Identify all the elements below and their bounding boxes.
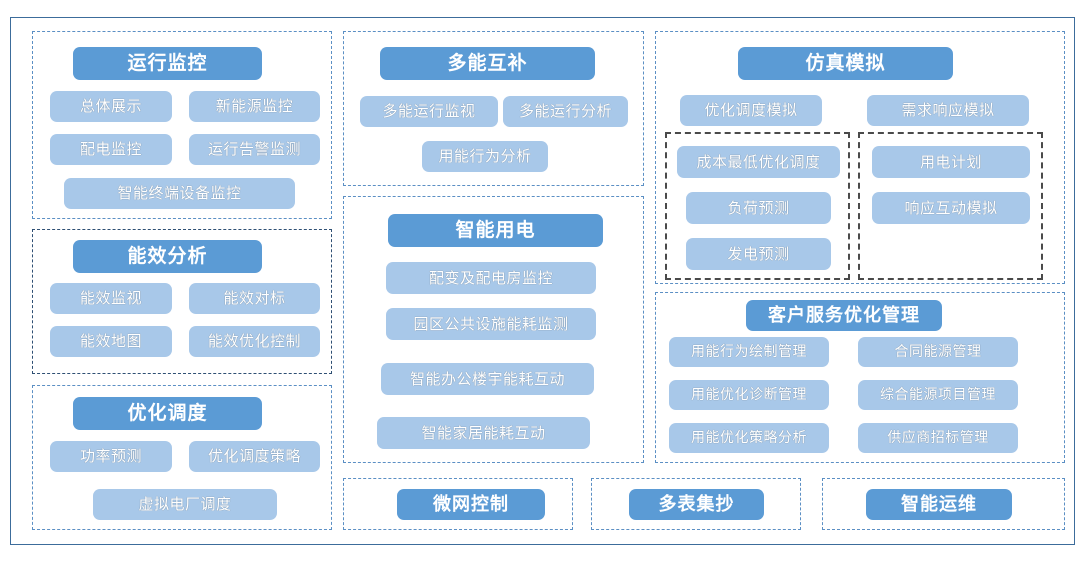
item-transformer-and-substation-monitoring[interactable]: 配变及配电房监控: [386, 262, 596, 294]
item-energy-behavior-mapping-management[interactable]: 用能行为绘制管理: [669, 337, 829, 367]
item-multi-energy-operation-analysis[interactable]: 多能运行分析: [503, 96, 628, 127]
item-efficiency-map[interactable]: 能效地图: [50, 326, 172, 357]
item-smart-terminal-device-monitoring[interactable]: 智能终端设备监控: [64, 178, 295, 209]
panel-title-simulation[interactable]: 仿真模拟: [738, 47, 953, 80]
item-overall-display[interactable]: 总体展示: [50, 91, 172, 122]
panel-smart-power: [343, 196, 644, 463]
panel-simulation: [655, 31, 1065, 284]
item-power-consumption-plan[interactable]: 用电计划: [872, 146, 1030, 178]
item-integrated-energy-project-management[interactable]: 综合能源项目管理: [858, 380, 1018, 410]
item-distribution-monitoring[interactable]: 配电监控: [50, 134, 172, 165]
item-energy-optimization-strategy-analysis[interactable]: 用能优化策略分析: [669, 423, 829, 453]
item-optimal-dispatch-simulation[interactable]: 优化调度模拟: [680, 95, 822, 126]
panel-title-multi-meter-reading[interactable]: 多表集抄: [629, 489, 764, 520]
panel-title-optimal-dispatch[interactable]: 优化调度: [73, 397, 262, 430]
item-energy-use-behavior-analysis[interactable]: 用能行为分析: [422, 141, 548, 172]
item-virtual-power-plant-dispatch[interactable]: 虚拟电厂调度: [93, 489, 277, 520]
item-lowest-cost-optimal-dispatch[interactable]: 成本最低优化调度: [677, 146, 840, 178]
item-operation-alarm-monitoring[interactable]: 运行告警监测: [189, 134, 320, 165]
item-park-public-facility-energy-monitoring[interactable]: 园区公共设施能耗监测: [386, 308, 596, 340]
panel-multi-energy: [343, 31, 644, 186]
item-smart-home-energy-interaction[interactable]: 智能家居能耗互动: [377, 417, 590, 449]
item-generation-forecast[interactable]: 发电预测: [686, 238, 831, 270]
panel-optimal-dispatch: [32, 385, 332, 530]
panel-microgrid-control: [343, 478, 573, 530]
item-smart-office-building-energy-interaction[interactable]: 智能办公楼宇能耗互动: [381, 363, 594, 395]
panel-customer-service: [655, 292, 1065, 463]
panel-energy-efficiency: [32, 229, 332, 374]
item-contract-energy-management[interactable]: 合同能源管理: [858, 337, 1018, 367]
item-supplier-bidding-management[interactable]: 供应商招标管理: [858, 423, 1018, 453]
panel-title-microgrid-control[interactable]: 微网控制: [397, 489, 545, 520]
panel-title-smart-ops[interactable]: 智能运维: [866, 489, 1012, 520]
item-multi-energy-operation-monitoring[interactable]: 多能运行监视: [360, 96, 498, 127]
item-optimal-dispatch-strategy[interactable]: 优化调度策略: [189, 441, 320, 472]
item-load-forecast[interactable]: 负荷预测: [686, 192, 831, 224]
panel-title-customer-service[interactable]: 客户服务优化管理: [746, 300, 942, 331]
panel-title-multi-energy[interactable]: 多能互补: [380, 47, 595, 80]
item-power-forecast[interactable]: 功率预测: [50, 441, 172, 472]
outer-frame: [10, 17, 1075, 545]
panel-operation-monitoring: [32, 31, 332, 219]
item-energy-optimization-diagnosis-management[interactable]: 用能优化诊断管理: [669, 380, 829, 410]
panel-title-smart-power[interactable]: 智能用电: [388, 214, 603, 247]
panel-multi-meter-reading: [591, 478, 801, 530]
panel-title-operation-monitoring[interactable]: 运行监控: [73, 47, 262, 80]
item-demand-response-simulation[interactable]: 需求响应模拟: [867, 95, 1029, 126]
item-new-energy-monitoring[interactable]: 新能源监控: [189, 91, 320, 122]
panel-title-energy-efficiency[interactable]: 能效分析: [73, 240, 262, 273]
item-response-interaction-simulation[interactable]: 响应互动模拟: [872, 192, 1030, 224]
item-efficiency-monitoring[interactable]: 能效监视: [50, 283, 172, 314]
item-efficiency-benchmarking[interactable]: 能效对标: [189, 283, 320, 314]
item-efficiency-optimal-control[interactable]: 能效优化控制: [189, 326, 320, 357]
subgroup-simulation-right: [858, 132, 1043, 280]
subgroup-simulation-left: [665, 132, 850, 280]
panel-smart-ops: [822, 478, 1065, 530]
